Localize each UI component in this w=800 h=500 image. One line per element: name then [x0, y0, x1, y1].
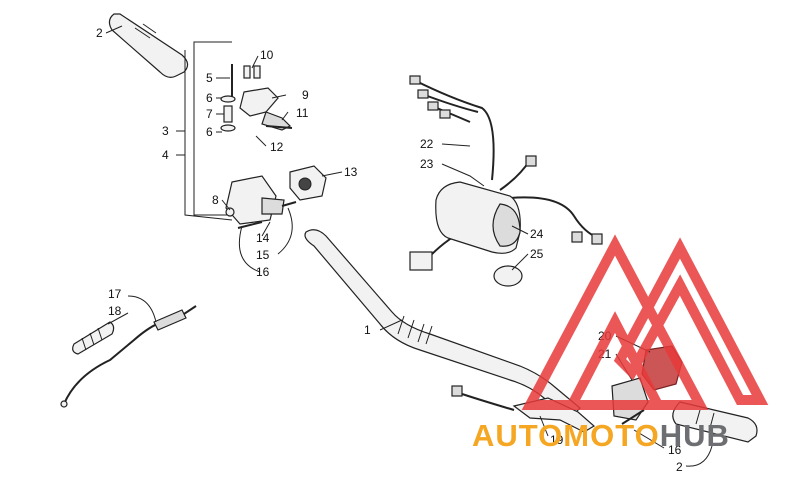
- callout-16b: 16: [668, 443, 682, 457]
- switch-housing-left: [289, 165, 327, 201]
- watermark-text-tail: HUB: [660, 418, 730, 453]
- callout-24: 24: [530, 227, 544, 241]
- callout-6b: 6: [206, 125, 213, 139]
- callout-10: 10: [260, 48, 274, 62]
- callout-25: 25: [530, 247, 544, 261]
- group-bracket: [193, 41, 232, 216]
- wiring-harness: [409, 75, 603, 271]
- callout-8: 8: [212, 193, 219, 207]
- callout-14: 14: [256, 231, 270, 245]
- watermark-text: AUTOMOTOHUB: [472, 418, 730, 453]
- callout-18: 18: [108, 304, 122, 318]
- callout-labels: 2 10 5 9 6 7 11 3 6 12 4 13 8 14 15 16 1…: [96, 26, 683, 474]
- watermark-text-main: AUTOMOTO: [472, 418, 660, 453]
- callout-1: 1: [364, 323, 371, 337]
- bolt-set: [220, 64, 261, 132]
- callout-15: 15: [256, 248, 270, 262]
- callout-7: 7: [206, 107, 213, 121]
- callout-2: 2: [96, 26, 103, 40]
- callout-17: 17: [108, 287, 122, 301]
- callout-11: 11: [296, 106, 309, 120]
- callout-5: 5: [206, 71, 213, 85]
- control-module: [435, 181, 521, 254]
- throttle-housing: [225, 175, 297, 229]
- callout-2b: 2: [676, 460, 683, 474]
- callout-12: 12: [270, 140, 284, 154]
- callout-16: 16: [256, 265, 270, 279]
- callout-9: 9: [302, 88, 309, 102]
- callout-6: 6: [206, 91, 213, 105]
- right-grip: [672, 401, 758, 443]
- callout-23: 23: [420, 157, 434, 171]
- callout-4: 4: [162, 148, 169, 162]
- watermark-triangles: [521, 234, 769, 410]
- callout-19: 19: [550, 433, 564, 447]
- retaining-ring: [493, 265, 523, 287]
- watermark-logo: [521, 234, 769, 410]
- throttle-cable: [60, 305, 197, 408]
- callout-13: 13: [344, 165, 358, 179]
- leader-lines: [105, 25, 713, 467]
- mirror-clamp: [239, 87, 293, 131]
- left-grip: [108, 13, 189, 78]
- callout-22: 22: [420, 137, 434, 151]
- callout-3: 3: [162, 124, 169, 138]
